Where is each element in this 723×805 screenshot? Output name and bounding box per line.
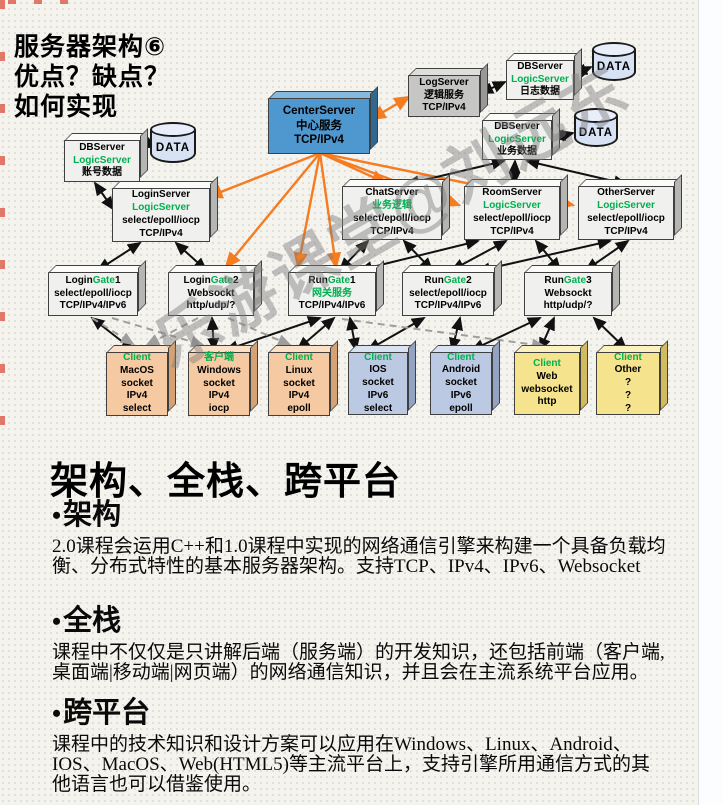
bullet-icon: • <box>52 606 62 636</box>
section-crossplatform: • 跨平台 课程中的技术知识和设计方案可以应用在Windows、Linux、An… <box>52 697 702 795</box>
gray-dashed-arrows <box>91 317 546 351</box>
section-fullstack-body: 课程中不仅仅是只讲解后端（服务端）的开发知识，还包括前端（客户端, 桌面端|移动… <box>52 641 665 683</box>
bullet-icon: • <box>52 500 62 530</box>
section-architecture: • 架构 2.0课程会运用C++和1.0课程中实现的网络通信引擎来构建一个具备负… <box>52 499 702 577</box>
section-crossplatform-body: 课程中的技术知识和设计方案可以应用在Windows、Linux、Android、… <box>52 733 650 795</box>
data-cylinder-2: DATA <box>592 42 636 81</box>
section-crossplatform-title: 跨平台 <box>63 697 151 729</box>
section-fullstack-title: 全栈 <box>63 605 122 637</box>
section-fullstack: • 全栈 课程中不仅仅是只讲解后端（服务端）的开发知识，还包括前端（客户端, 桌… <box>52 605 702 683</box>
data-cylinder-3: DATA <box>574 108 618 147</box>
data-cylinder-1: DATA <box>150 122 196 163</box>
right-margin-strip <box>698 0 723 805</box>
section-architecture-body: 2.0课程会运用C++和1.0课程中实现的网络通信引擎来构建一个具备负载均 衡、… <box>52 535 666 577</box>
top-edge-artifacts <box>8 0 78 4</box>
slide-title: 服务器架构⑥ 优点？缺点？ 如何实现 <box>14 33 171 121</box>
section-architecture-title: 架构 <box>63 499 122 531</box>
section-heading: 架构、全栈、跨平台 <box>50 461 402 503</box>
left-edge-artifacts <box>0 0 5 460</box>
bullet-icon: • <box>52 698 62 728</box>
